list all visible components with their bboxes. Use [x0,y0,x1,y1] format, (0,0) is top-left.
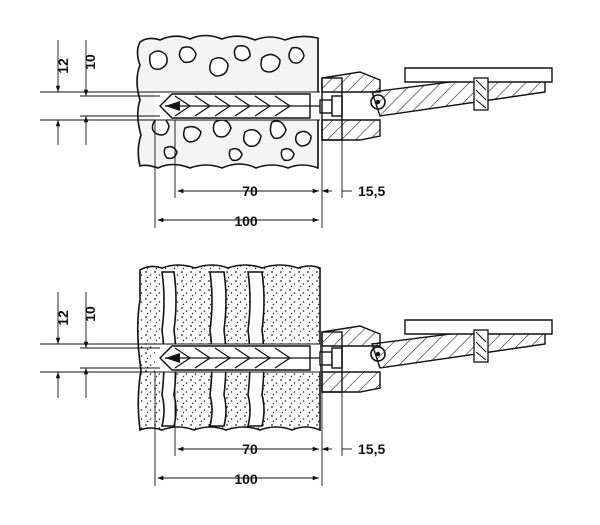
bracket-base [321,71,381,141]
vertical-dimensions-top: 12 10 [40,40,160,145]
screw [165,95,343,117]
dim-anchor-depth: 70 [242,441,258,457]
diagram-top: 12 10 70 15,5 100 [40,34,553,229]
bracket-arm [371,319,553,369]
dim-inner-diameter: 10 [82,54,98,70]
screw [165,347,343,369]
dim-anchor-depth: 70 [242,183,258,199]
bracket-arm [371,67,553,117]
dim-projection: 15,5 [358,441,385,457]
diagram-bottom: 12 10 70 15,5 100 [40,264,553,487]
horizontal-dimensions-bottom: 70 15,5 100 [154,372,385,487]
dim-total-depth: 100 [234,471,258,487]
vertical-dimensions-bottom: 12 10 [40,292,160,398]
dim-projection: 15,5 [358,183,385,199]
dim-inner-diameter: 10 [82,306,98,322]
dim-outer-diameter: 12 [55,310,71,326]
horizontal-dimensions-top: 70 15,5 100 [154,120,385,229]
dim-total-depth: 100 [234,213,258,229]
bracket-base [321,325,381,393]
dim-outer-diameter: 12 [55,58,71,74]
